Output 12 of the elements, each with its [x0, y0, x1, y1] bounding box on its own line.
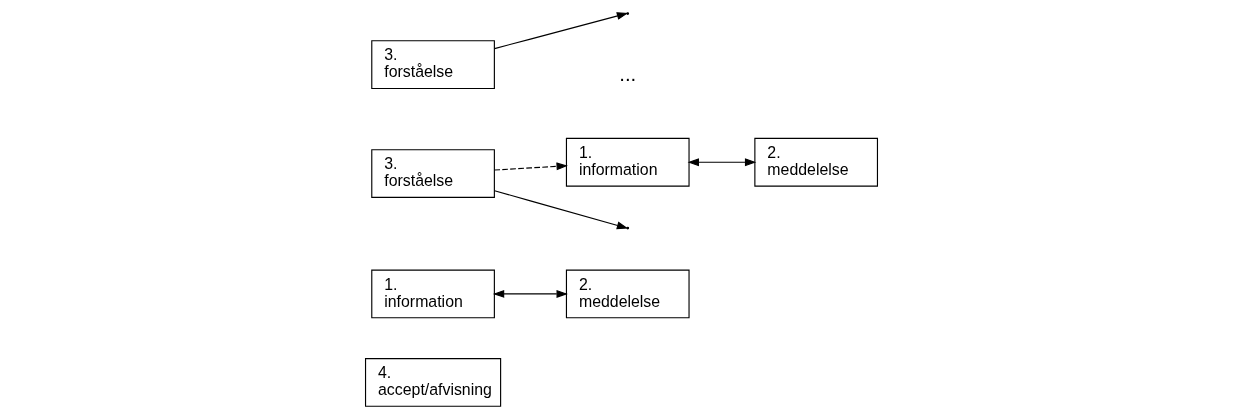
node-box: 1. information	[565, 137, 690, 187]
node-box: 3. forståelse	[371, 149, 495, 198]
arrow	[492, 289, 568, 298]
node-box: 4. accept/afvisning	[364, 358, 502, 407]
node-box: 3. forståelse	[371, 40, 495, 90]
label: ...	[619, 62, 637, 85]
node-box: 2. meddelelse	[565, 269, 690, 319]
arrow	[494, 162, 568, 171]
arrow	[687, 158, 757, 167]
arrow	[494, 12, 629, 50]
node-box: 2. meddelelse	[754, 137, 879, 187]
node-box: 1. information	[371, 269, 495, 319]
